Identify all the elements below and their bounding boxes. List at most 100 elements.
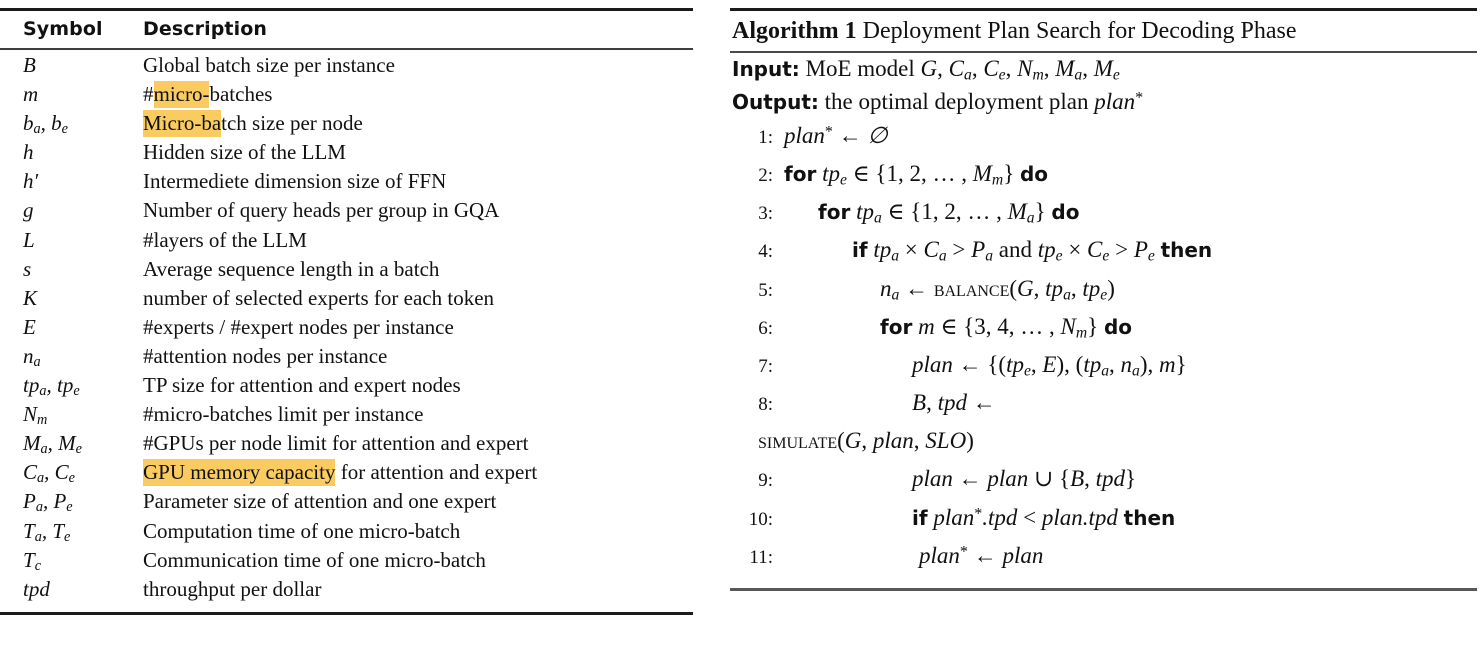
table-row: h′Intermediete dimension size of FFN xyxy=(0,171,700,200)
symbol-cell: Ca, Ce xyxy=(23,460,76,487)
symbol-cell: ba, be xyxy=(23,111,68,138)
description-cell: #GPUs per node limit for attention and e… xyxy=(143,431,529,456)
algorithm-line-code: plan ← {(tpe, E), (tpa, na), m} xyxy=(912,352,1187,380)
algorithm-wrapped-line: Simulate(G, plan, SLO) xyxy=(758,428,974,454)
symbol-cell: h xyxy=(23,140,34,165)
algorithm-line-number: 5: xyxy=(758,279,773,301)
table-row: L #layers of the LLM xyxy=(0,227,700,259)
table-top-rule xyxy=(0,8,693,11)
description-cell: #attention nodes per instance xyxy=(143,343,388,368)
output-label: Output: xyxy=(732,89,819,114)
table-row: ba, be Micro-batch size per node xyxy=(0,110,700,142)
algorithm-line-number: 8: xyxy=(758,394,773,416)
symbol-cell: Nm xyxy=(23,402,48,429)
symbol-cell: Tc xyxy=(23,547,42,574)
algorithm-line-number: 3: xyxy=(758,203,773,225)
symbol-cell: Ta, Te xyxy=(23,518,71,545)
description-cell: Communication time of one micro-batch xyxy=(143,547,486,572)
description-cell: GPU memory capacity for attention and ex… xyxy=(143,459,538,487)
table-row: m#micro-batches xyxy=(0,81,700,113)
algorithm-line-code: plan* ← plan xyxy=(919,542,1044,568)
algorithm-line-number: 11: xyxy=(749,546,773,568)
algorithm-line: 5: na ← Balance(G, tpa, tpe) xyxy=(730,276,1482,314)
algorithm-input-line: Input: MoE model G, Ca, Ce, Nm, Ma, Me xyxy=(730,53,1482,86)
algorithm-line-number: 6: xyxy=(758,317,773,339)
algorithm-line-code: B, tpd ← xyxy=(912,390,996,416)
algorithm-line: 8: B, tpd ← xyxy=(730,390,1482,428)
table-row: h Hidden size of the LLM xyxy=(0,142,700,171)
algorithm-line-code: for m ∈ {3, 4, … , Nm} do xyxy=(880,313,1133,342)
algorithm-line-code: if tpa × Ca > Pa and tpe × Ce > Pe then xyxy=(852,237,1213,265)
algorithm-title-rule xyxy=(730,50,1477,53)
algorithm-line: 10: if plan*.tpd < plan.tpd then xyxy=(730,505,1482,543)
symbol-cell: g xyxy=(23,198,34,223)
description-cell: #layers of the LLM xyxy=(143,227,307,252)
algorithm-line: 3: for tpa ∈ {1, 2, … , Ma} do xyxy=(730,199,1482,237)
table-row: s Average sequence length in a batch xyxy=(0,256,700,288)
algorithm-line-number: 1: xyxy=(758,126,773,148)
table-row: Ma, Me #GPUs per node limit for attention… xyxy=(0,433,700,462)
symbol-cell: Pa, Pe xyxy=(23,489,73,516)
symbol-cell: L xyxy=(23,227,35,252)
symbol-cell: tpa, tpe xyxy=(23,373,80,400)
algorithm-line-number: 7: xyxy=(758,356,773,377)
table-row: na #attention nodes per instance xyxy=(0,343,700,375)
symbol-cell: Ma, Me xyxy=(23,431,82,458)
output-value: the optimal deployment plan plan* xyxy=(824,88,1144,114)
algorithm-line: 7: plan ← {(tpe, E), (tpa, na), m} xyxy=(730,352,1482,390)
algorithm-line: 4: if tpa × Ca > Pa and tpe × Ce > Pe the… xyxy=(730,237,1482,275)
description-cell: TP size for attention and expert nodes xyxy=(143,373,461,398)
symbol-cell: h′ xyxy=(23,169,39,194)
algorithm-line-code: for tpe ∈ {1, 2, … , Mm} do xyxy=(784,161,1049,189)
algorithm-line-code: plan ← plan ∪ {B, tpd} xyxy=(912,466,1137,492)
algorithm-output-line: Output: the optimal deployment plan plan… xyxy=(730,86,1482,117)
table-row: Tc Communication time of one micro-batch xyxy=(0,547,700,579)
algorithm-line-number: 9: xyxy=(758,470,773,492)
table-row: tpa, tpe TP size for attention and expert… xyxy=(0,373,700,404)
table-header-rule xyxy=(0,48,693,50)
input-value: MoE model G, Ca, Ce, Nm, Ma, Me xyxy=(805,55,1120,84)
algorithm-line-number: 4: xyxy=(758,241,773,263)
algorithm-line: 9: plan ← plan ∪ {B, tpd} xyxy=(730,466,1482,504)
algorithm-line-code: na ← Balance(G, tpa, tpe) xyxy=(880,275,1115,304)
algorithm-line-code: for tpa ∈ {1, 2, … , Ma} do xyxy=(818,199,1080,227)
symbol-cell: K xyxy=(23,285,38,310)
description-cell: Number of query heads per group in GQA xyxy=(143,198,500,223)
algorithm-line: 2: for tpe ∈ {1, 2, … , Mm} do xyxy=(730,161,1482,199)
algorithm-line-number: 10: xyxy=(748,508,773,530)
table-row: E #experts / #expert nodes per instance xyxy=(0,314,700,346)
algorithm-line-code: if plan*.tpd < plan.tpd then xyxy=(912,504,1176,530)
description-cell: Micro-batch size per node xyxy=(143,110,363,138)
symbol-cell: na xyxy=(23,343,41,371)
table-row: Ca, Ce GPU memory capacity for attention … xyxy=(0,459,700,491)
column-header-symbol: Symbol xyxy=(23,18,103,40)
description-cell: throughput per dollar xyxy=(143,576,322,601)
description-cell: Average sequence length in a batch xyxy=(143,256,440,281)
algorithm-block: Algorithm 1 Deployment Plan Search for D… xyxy=(730,0,1482,591)
algorithm-line: 11: plan* ← plan xyxy=(730,543,1482,581)
algorithm-line: 1: plan* ← ∅ xyxy=(730,123,1482,161)
algorithm-line-number: 2: xyxy=(758,165,773,187)
description-cell: number of selected experts for each toke… xyxy=(143,285,495,310)
symbol-cell: E xyxy=(23,314,36,339)
algorithm-line-code: plan* ← ∅ xyxy=(784,122,888,148)
symbol-cell: s xyxy=(23,256,32,281)
description-cell: #experts / #expert nodes per instance xyxy=(143,314,454,339)
table-header-row: Symbol Description xyxy=(0,11,700,48)
algorithm-top-rule xyxy=(730,8,1477,11)
description-cell: Hidden size of the LLM xyxy=(143,140,346,165)
table-row: Nm#micro-batches limit per instance xyxy=(0,402,700,433)
table-bottom-rule xyxy=(0,611,693,615)
symbol-cell: m xyxy=(23,82,39,107)
input-label: Input: xyxy=(732,56,800,81)
symbol-cell: B xyxy=(23,53,36,77)
algorithm-lines: 1: plan* ← ∅ 2: for tpe ∈ {1, 2, … , Mm} do… xyxy=(730,117,1482,581)
